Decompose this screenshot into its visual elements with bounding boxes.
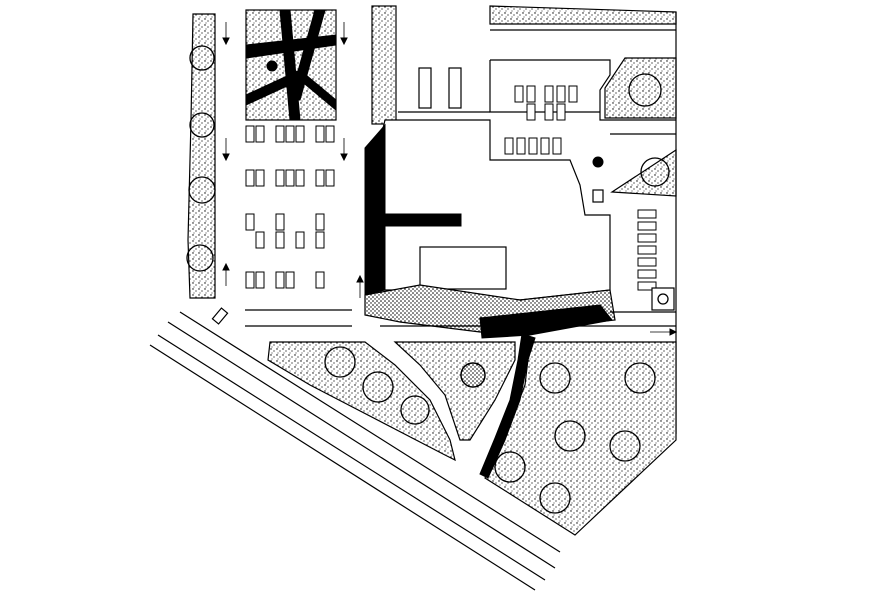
left-green-strip xyxy=(187,13,216,299)
entrance-feature xyxy=(592,156,604,168)
center-green-strip xyxy=(371,5,397,125)
right-parking xyxy=(489,59,676,155)
lower-middle-green xyxy=(393,341,516,441)
direction-arrows xyxy=(222,22,678,336)
entrance-kiosk xyxy=(592,189,604,203)
lower-right-green xyxy=(484,341,677,536)
top-green-band xyxy=(489,5,677,25)
lower-left-green xyxy=(267,341,456,462)
top-vehicles xyxy=(418,67,462,109)
triangle-green xyxy=(610,148,677,197)
left-strip-trees xyxy=(186,45,216,272)
road-vehicle xyxy=(211,307,229,325)
plaza-square xyxy=(245,9,337,121)
top-right-green xyxy=(604,57,677,119)
building-left-wall xyxy=(364,123,386,296)
right-side-parking xyxy=(637,209,657,291)
building-inner-block xyxy=(419,246,507,290)
right-booth xyxy=(651,287,675,311)
building-dark-base xyxy=(479,304,613,339)
main-road xyxy=(149,311,561,591)
dark-walkway xyxy=(479,333,536,479)
lower-trees xyxy=(324,346,656,514)
left-parking xyxy=(245,125,335,289)
building-wing xyxy=(384,213,462,227)
